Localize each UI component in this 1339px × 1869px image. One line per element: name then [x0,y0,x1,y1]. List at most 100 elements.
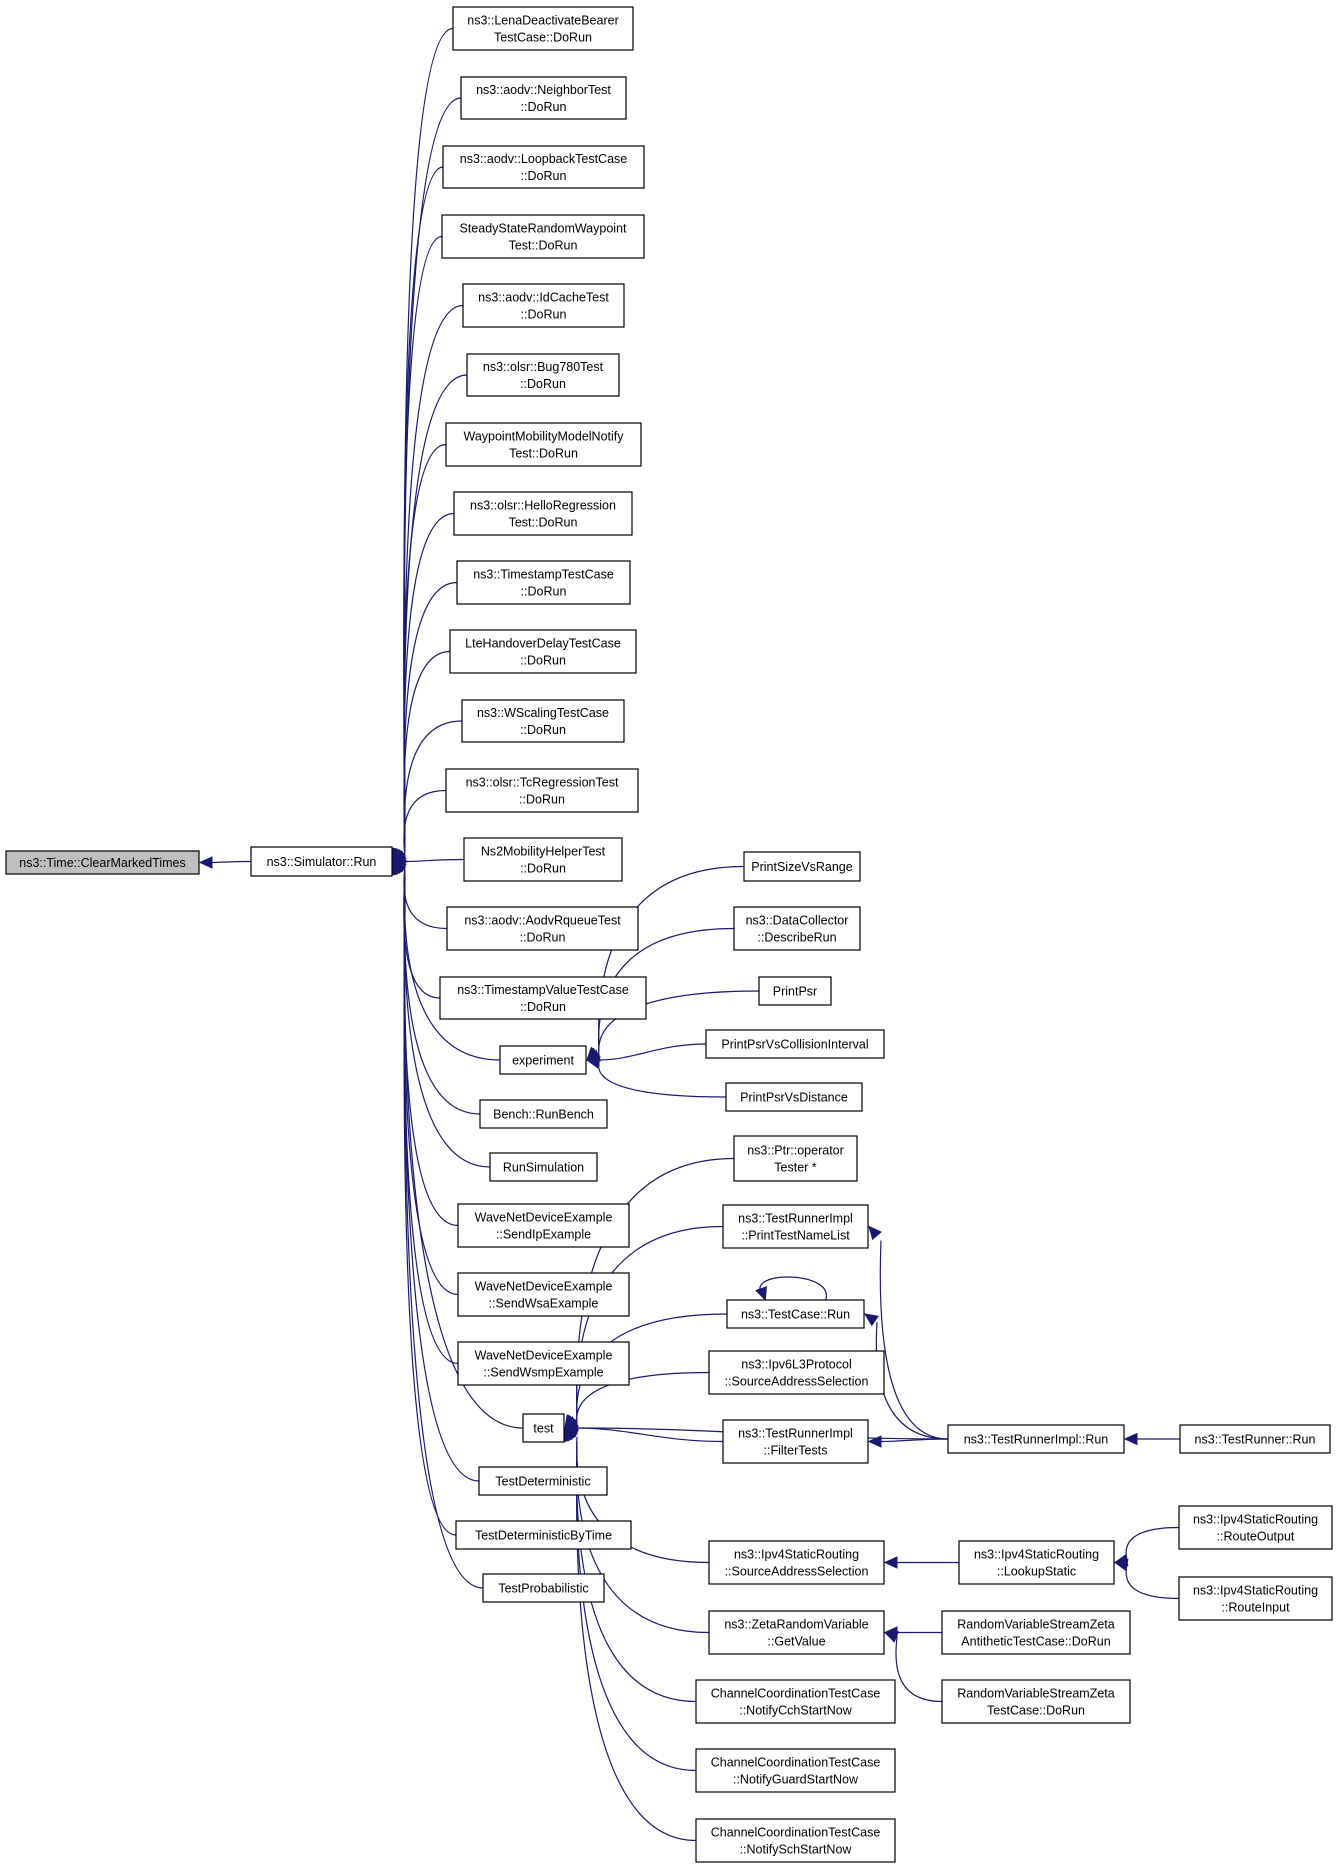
node-rqueue[interactable]: ns3::aodv::AodvRqueueTest::DoRun [446,906,639,951]
node-box [439,976,647,1020]
arrowhead [1123,1432,1138,1446]
node-label: ::DoRun [520,654,566,668]
arrowhead [198,856,213,869]
node-box [499,1045,587,1075]
node-ccch[interactable]: ChannelCoordinationTestCase::NotifyCchSt… [695,1679,896,1724]
node-ipv6src[interactable]: ns3::Ipv6L3Protocol::SourceAddressSelect… [708,1350,885,1395]
node-trprint[interactable]: ns3::TestRunnerImpl::PrintTestNameList [722,1204,869,1249]
node-label: ::GetValue [767,1635,825,1649]
edge-experiment-to-simrun [392,860,501,1061]
node-wnd_wsa[interactable]: WaveNetDeviceExample::SendWsaExample [457,1272,630,1317]
node-lteho[interactable]: LteHandoverDelayTestCase::DoRun [449,629,637,674]
node-label: TestProbabilistic [498,1582,588,1596]
edge-line [404,858,465,863]
node-label: ::NotifyGuardStartNow [733,1773,859,1787]
node-label: TestCase::DoRun [494,31,592,45]
node-wnd_wsmp[interactable]: WaveNetDeviceExample::SendWsmpExample [457,1341,630,1386]
node-label: TestDeterministic [495,1475,590,1489]
node-loop[interactable]: ns3::aodv::LoopbackTestCase::DoRun [442,145,645,189]
node-box [489,1152,598,1182]
node-box [941,1610,1131,1655]
node-ns2mob[interactable]: Ns2MobilityHelperTest::DoRun [463,837,623,882]
node-tprob[interactable]: TestProbabilistic [482,1573,605,1603]
node-label: PrintPsrVsDistance [740,1091,848,1105]
edge-line [895,1636,943,1703]
node-label: ::DoRun [520,1000,566,1014]
node-label: ns3::TestRunnerImpl [738,1427,853,1441]
node-ccsch[interactable]: ChannelCoordinationTestCase::NotifySchSt… [695,1818,896,1863]
node-box [758,976,832,1006]
edge-line [403,27,454,807]
node-wnd_ip[interactable]: WaveNetDeviceExample::SendIpExample [457,1203,630,1248]
node-label: ns3::aodv::LoopbackTestCase [460,152,628,166]
node-bench[interactable]: Bench::RunBench [479,1099,608,1129]
edge-line [576,1450,697,1772]
arrowhead [564,1426,576,1442]
node-box [695,1679,896,1724]
node-tdet[interactable]: TestDeterministic [478,1466,608,1496]
node-zeta[interactable]: ns3::ZetaRandomVariable::GetValue [708,1610,885,1655]
node-dcdesc[interactable]: ns3::DataCollector::DescribeRun [733,906,861,951]
node-idcache[interactable]: ns3::aodv::IdCacheTest::DoRun [462,283,625,328]
edge-line [403,235,443,821]
node-routein[interactable]: ns3::Ipv4StaticRouting::RouteInput [1178,1576,1333,1621]
node-label: ns3::Ipv6L3Protocol [741,1358,852,1372]
node-trrun[interactable]: ns3::TestRunner::Run [1179,1424,1331,1454]
node-runsim[interactable]: RunSimulation [489,1152,598,1182]
node-box [442,145,645,189]
node-psvr[interactable]: PrintSizeVsRange [743,851,861,882]
node-experiment[interactable]: experiment [499,1045,587,1075]
node-neigh[interactable]: ns3::aodv::NeighborTest::DoRun [460,76,627,120]
arrowhead [883,1556,898,1569]
node-trirun[interactable]: ns3::TestRunnerImpl::Run [947,1424,1125,1454]
node-box [479,1099,608,1129]
edge-trfilter-to-test [563,1421,724,1443]
node-ppsrci[interactable]: PrintPsrVsCollisionInterval [705,1029,885,1059]
edge-line [211,860,252,864]
node-rvsza[interactable]: RandomVariableStreamZetaAntitheticTestCa… [941,1610,1131,1655]
edge-line [1125,1526,1180,1561]
node-simrun[interactable]: ns3::Simulator::Run [250,846,393,877]
edge-line [403,650,451,848]
node-ppsr[interactable]: PrintPsr [758,976,832,1006]
node-box [446,906,639,951]
edge-tcrun-to-tcrun [755,1276,827,1302]
node-tsval[interactable]: ns3::TimestampValueTestCase::DoRun [439,976,647,1020]
edge-line [576,1371,710,1425]
node-test[interactable]: test [522,1413,565,1443]
node-label: ns3::Ipv4StaticRouting [1193,1513,1318,1527]
node-bug780[interactable]: ns3::olsr::Bug780Test::DoRun [466,353,620,397]
node-label: ::DoRun [521,100,567,114]
node-label: LteHandoverDelayTestCase [465,637,621,651]
node-label: ::DoRun [521,585,567,599]
node-tdettime[interactable]: TestDeterministicByTime [455,1520,632,1550]
node-box [461,699,625,743]
node-tstamp[interactable]: ns3::TimestampTestCase::DoRun [456,560,631,605]
node-clear[interactable]: ns3::Time::ClearMarkedTimes [5,850,200,875]
node-tcrun[interactable]: ns3::TestCase::Run [726,1299,865,1329]
node-routeout[interactable]: ns3::Ipv4StaticRouting::RouteOutput [1178,1505,1333,1550]
node-label: Test::DoRun [509,516,578,530]
node-lookup[interactable]: ns3::Ipv4StaticRouting::LookupStatic [958,1540,1115,1585]
node-label: ::SendIpExample [496,1228,591,1242]
node-label: Bench::RunBench [493,1108,594,1122]
edge-tsval-to-simrun [392,860,441,999]
node-ipv4src[interactable]: ns3::Ipv4StaticRouting::SourceAddressSel… [708,1540,885,1585]
node-label: ns3::Time::ClearMarkedTimes [19,856,185,870]
node-trfilter[interactable]: ns3::TestRunnerImpl::FilterTests [722,1419,869,1464]
node-ppsrd[interactable]: PrintPsrVsDistance [725,1082,863,1112]
node-wscale[interactable]: ns3::WScalingTestCase::DoRun [461,699,625,743]
node-tcreg[interactable]: ns3::olsr::TcRegressionTest::DoRun [445,768,639,813]
node-box [460,76,627,120]
node-label: ::PrintTestNameList [741,1229,850,1243]
edge-hello-to-simrun [392,512,455,863]
edge-line [598,1062,727,1098]
node-box [941,1679,1131,1724]
node-ccguard[interactable]: ChannelCoordinationTestCase::NotifyGuard… [695,1748,896,1793]
